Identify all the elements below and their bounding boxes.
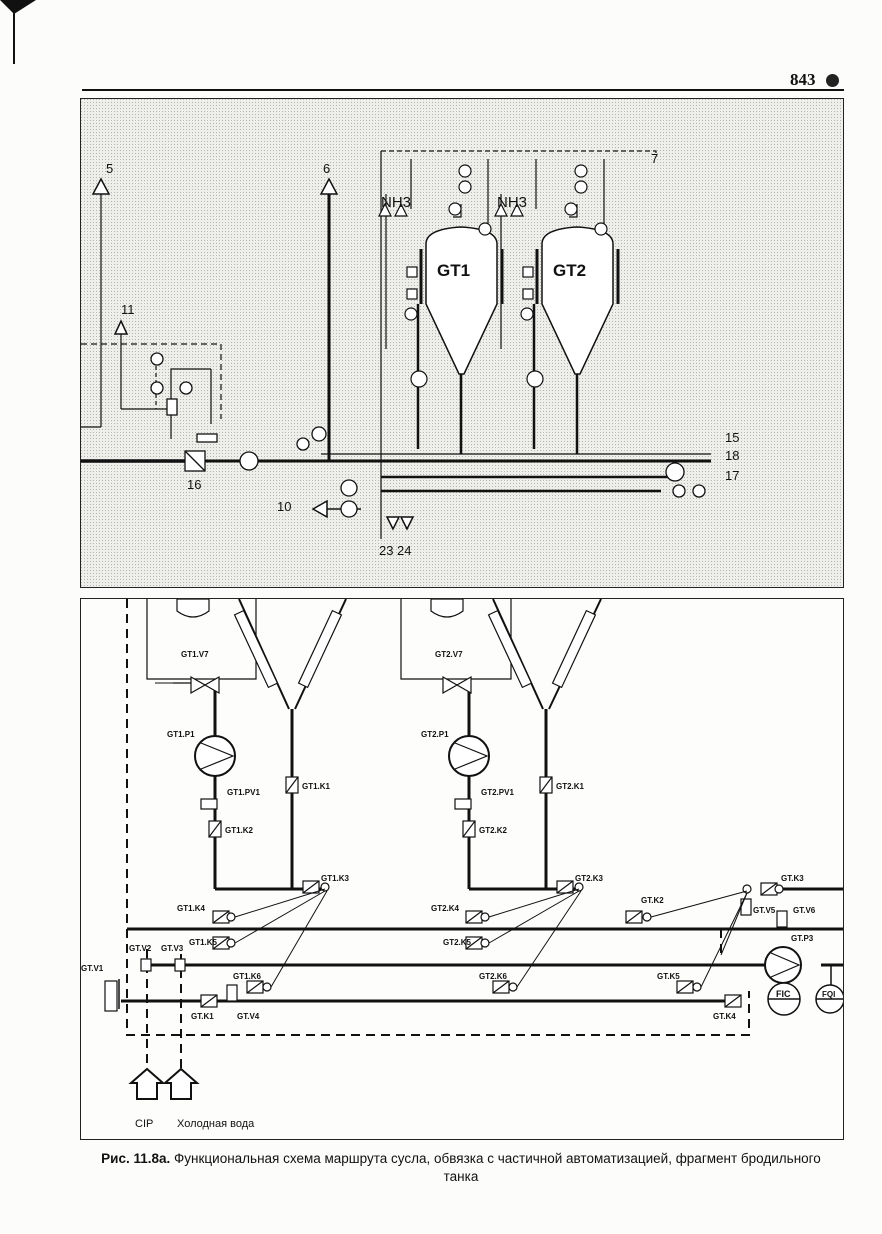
callout-6: 6: [323, 161, 330, 176]
figure-caption: Рис. 11.8а. Функциональная схема маршрут…: [90, 1150, 832, 1186]
tank-gt2-label: GT2: [553, 261, 586, 280]
tag-gt2-k1: GT2.K1: [556, 782, 585, 791]
tag-gt-v1: GT.V1: [81, 964, 104, 973]
valves: [104, 776, 788, 1012]
callout-7: 7: [651, 151, 658, 166]
tag-gt1-k5: GT1.K5: [189, 938, 218, 947]
cold-water-label: Холодная вода: [177, 1118, 255, 1130]
tag-gt1-k6: GT1.K6: [233, 972, 262, 981]
tag-gt1-k2: GT1.K2: [225, 826, 254, 835]
tag-gt2-k5: GT2.K5: [443, 938, 472, 947]
tag-gt-v2: GT.V2: [129, 944, 152, 953]
tag-gt2-v7: GT2.V7: [435, 650, 463, 659]
callout-24: 24: [397, 543, 411, 558]
instrument-fqi: FQI: [822, 990, 835, 999]
cip-inlet-arrow: [128, 1067, 166, 1100]
tag-gt2-pv1: GT2.PV1: [481, 788, 514, 797]
tank1-fragment: [146, 599, 347, 891]
tag-gt2-k4: GT2.K4: [431, 904, 460, 913]
tag-gt-k5: GT.K5: [657, 972, 680, 981]
inlet-arrows: [128, 1067, 200, 1100]
tag-gt1-p1: GT1.P1: [167, 730, 195, 739]
callout-10: 10: [277, 499, 291, 514]
bottom-diagram-panel: GT1.V7 GT1.P1 GT1.K1 GT1.PV1 GT1.K2 GT1.…: [80, 598, 844, 1140]
tag-labels: GT1.V7 GT1.P1 GT1.K1 GT1.PV1 GT1.K2 GT1.…: [81, 650, 835, 1021]
nh3-label-2: NH3: [497, 194, 527, 211]
tag-gt1-pv1: GT1.PV1: [227, 788, 260, 797]
instrument-fic: FIC: [776, 989, 791, 999]
tag-gt-v5: GT.V5: [753, 906, 776, 915]
callout-16: 16: [187, 477, 201, 492]
tag-gt1-k1: GT1.K1: [302, 782, 331, 791]
main-wort-line: [81, 453, 711, 510]
callout-11: 11: [121, 302, 135, 317]
tag-gt2-k6: GT2.K6: [479, 972, 508, 981]
nh3-label-1: NH3: [381, 194, 411, 211]
tag-gt-v3: GT.V3: [161, 944, 184, 953]
pumps: [194, 735, 802, 984]
top-diagram-svg: NH3 NH3 GT1 GT2 5 6 7 10 11 15 16 17 18 …: [81, 99, 843, 587]
callout-15: 15: [725, 430, 739, 445]
cip-label: CIP: [135, 1118, 153, 1130]
tag-gt1-k3: GT1.K3: [321, 874, 350, 883]
top-diagram-panel: NH3 NH3 GT1 GT2 5 6 7 10 11 15 16 17 18 …: [80, 98, 844, 588]
header-rule: [82, 89, 844, 91]
nh3-arrows: [378, 202, 524, 217]
callout-5: 5: [106, 161, 113, 176]
tag-gt2-p1: GT2.P1: [421, 730, 449, 739]
tank2-fragment: [400, 599, 602, 891]
tag-gt-p3: GT.P3: [791, 934, 814, 943]
tag-gt-k2: GT.K2: [641, 896, 664, 905]
callout-17: 17: [725, 468, 739, 483]
tag-gt-k1: GT.K1: [191, 1012, 214, 1021]
inlet-labels: CIP Холодная вода: [135, 1118, 255, 1130]
callout-18: 18: [725, 448, 739, 463]
actuator-links: [155, 682, 748, 988]
page-number: 843: [790, 70, 816, 89]
tag-gt1-v7: GT1.V7: [181, 650, 209, 659]
figure-number: Рис. 11.8а.: [101, 1151, 171, 1166]
line-equipment: [150, 352, 706, 518]
top-labels: NH3 NH3 GT1 GT2 5 6 7 10 11 15 16 17 18 …: [106, 151, 739, 558]
figure-caption-text: Функциональная схема маршрута сусла, обв…: [174, 1151, 821, 1184]
outlet-arrows: [91, 177, 415, 531]
tag-gt-v4: GT.V4: [237, 1012, 260, 1021]
tag-gt-k4: GT.K4: [713, 1012, 736, 1021]
tag-gt1-k4: GT1.K4: [177, 904, 206, 913]
tag-gt-k3: GT.K3: [781, 874, 804, 883]
page-number-dot: [826, 74, 839, 87]
corner-mark: [0, 0, 36, 64]
tank-top-instruments: [176, 599, 464, 618]
tag-gt2-k3: GT2.K3: [575, 874, 604, 883]
cold-water-inlet-arrow: [162, 1067, 200, 1100]
bottom-diagram-svg: GT1.V7 GT1.P1 GT1.K1 GT1.PV1 GT1.K2 GT1.…: [81, 599, 843, 1130]
callout-23: 23: [379, 543, 393, 558]
tank-outlets: [385, 159, 605, 454]
flow-instruments: [767, 982, 843, 1016]
bowtie-valves: [190, 675, 472, 695]
tank-gt1-label: GT1: [437, 261, 470, 280]
fermentation-tanks: [419, 226, 620, 375]
tag-gt2-k2: GT2.K2: [479, 826, 508, 835]
tank-instruments: [404, 164, 608, 388]
tag-gt-v6: GT.V6: [793, 906, 816, 915]
